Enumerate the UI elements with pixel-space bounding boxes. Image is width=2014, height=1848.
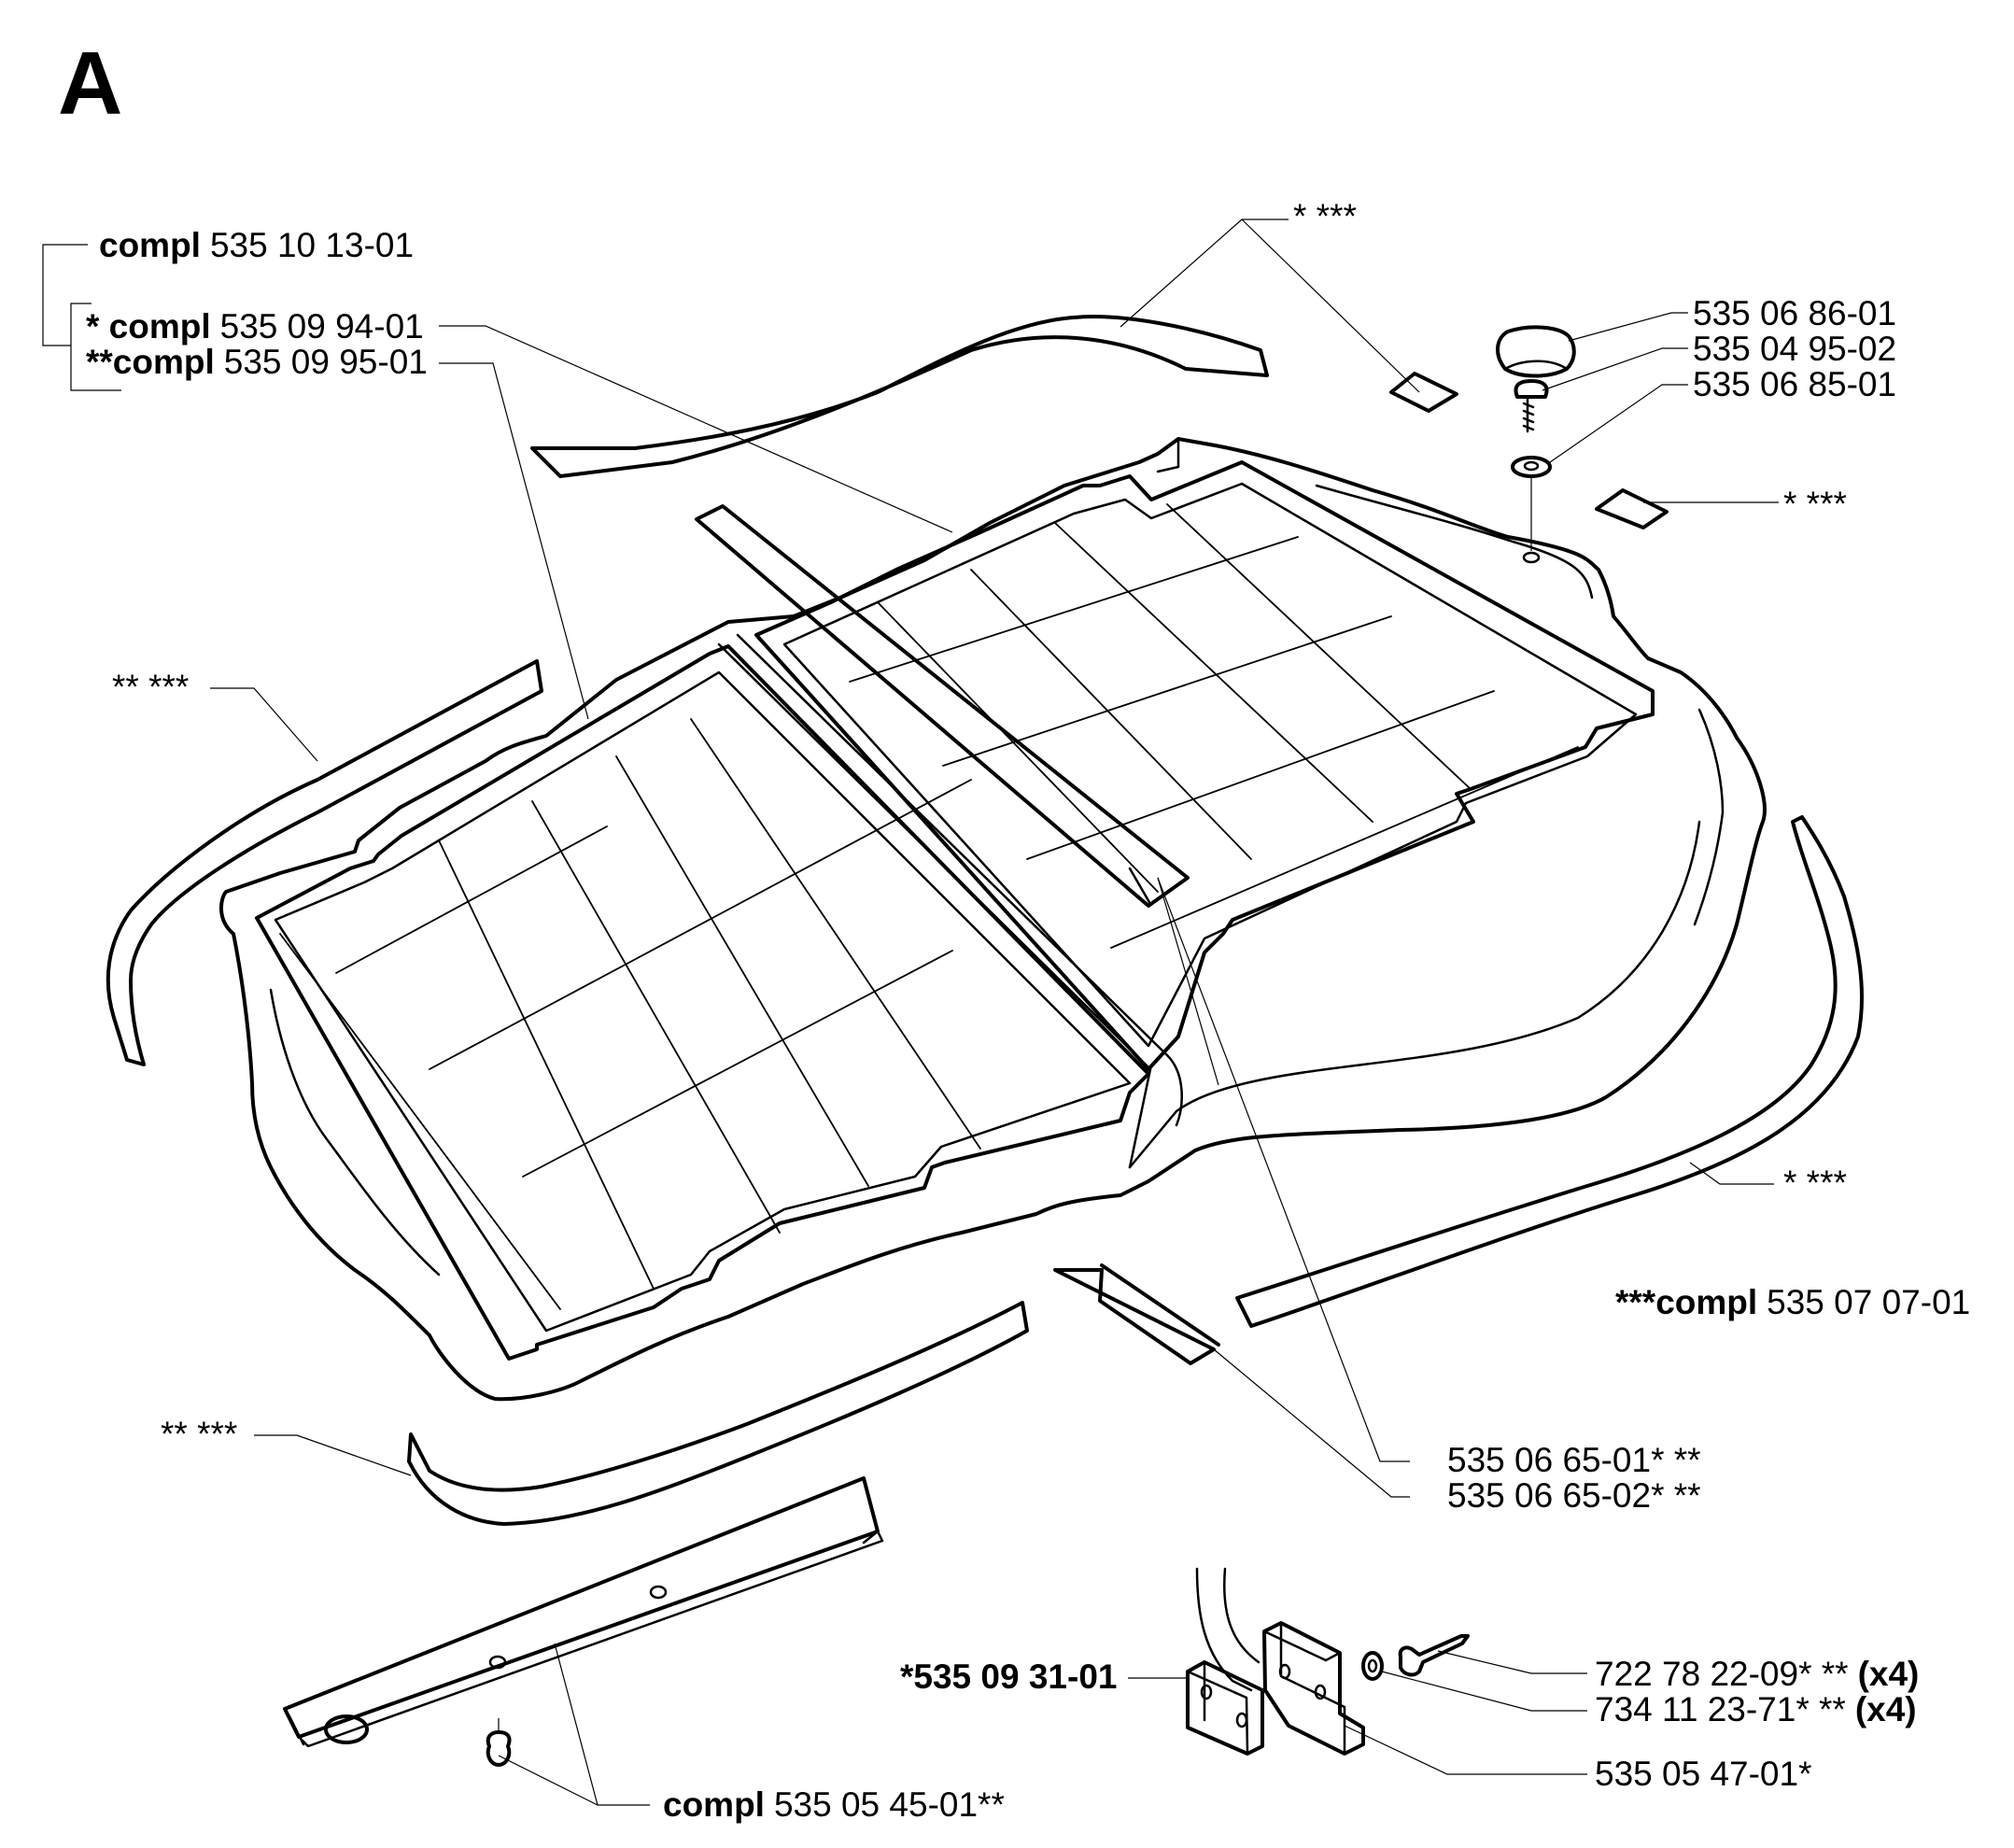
strip-top bbox=[530, 315, 1269, 478]
trim-strips bbox=[106, 315, 1864, 1526]
label-bar-prefix: compl bbox=[663, 1785, 765, 1824]
label-compl-one-star-part: 535 09 94-01 bbox=[220, 307, 424, 346]
bracket-angle bbox=[1262, 1621, 1365, 1756]
leader-lines bbox=[210, 219, 1779, 1806]
label-compl-main-part: 535 10 13-01 bbox=[210, 226, 414, 264]
label-knob: 535 06 86-01 bbox=[1693, 294, 1896, 332]
label-rivet-washer: 734 11 23-71* **(x4) bbox=[1595, 1690, 1917, 1728]
label-compl-two-star-prefix: **compl bbox=[86, 343, 215, 381]
label-compl-triple-part: 535 07 07-01 bbox=[1767, 1283, 1970, 1321]
square-pad-top bbox=[1389, 372, 1458, 413]
knob bbox=[1496, 325, 1576, 378]
section-letter: A bbox=[58, 34, 122, 134]
label-compl-one-star-prefix: * compl bbox=[86, 307, 211, 346]
label-rivet-washer-part: 734 11 23-71* ** bbox=[1595, 1690, 1846, 1728]
rivet-washer bbox=[1361, 1651, 1384, 1681]
bracket-assembly bbox=[1186, 1567, 1470, 1756]
label-compl-main-prefix: compl bbox=[99, 226, 201, 264]
strip-diagonal bbox=[695, 504, 1190, 908]
label-stars-lower-right: * *** bbox=[1783, 1164, 1847, 1202]
strip-right bbox=[1235, 815, 1864, 1328]
label-stars-left-lower: ** *** bbox=[161, 1415, 237, 1453]
label-screw: 535 04 95-02 bbox=[1693, 330, 1896, 368]
knob-assembly bbox=[1496, 325, 1576, 564]
label-rivet-part: 722 78 22-09* ** bbox=[1595, 1655, 1849, 1693]
label-strip-b: 535 06 65-02* ** bbox=[1447, 1476, 1701, 1515]
label-bracket-plate: *535 09 31-01 bbox=[900, 1658, 1117, 1696]
strip-left-lower bbox=[407, 1301, 1029, 1526]
label-washer-top: 535 06 85-01 bbox=[1693, 365, 1896, 403]
label-rivet-washer-qty: (x4) bbox=[1855, 1690, 1917, 1728]
label-stars-top: * *** bbox=[1293, 197, 1357, 235]
seat-panel-right bbox=[754, 460, 1655, 1071]
bar-body bbox=[283, 1476, 880, 1739]
label-compl-triple: ***compl 535 07 07-01 bbox=[1615, 1283, 1970, 1321]
label-bracket: 535 05 47-01* bbox=[1595, 1755, 1811, 1793]
seat-panel-left bbox=[255, 644, 1150, 1361]
seat-outline bbox=[219, 437, 1767, 1402]
label-compl-two-star-part: 535 09 95-01 bbox=[224, 343, 428, 381]
compl-bracket bbox=[42, 244, 121, 391]
washer bbox=[1511, 456, 1552, 478]
rivet bbox=[1398, 1634, 1470, 1677]
label-strip-a: 535 06 65-01* ** bbox=[1447, 1441, 1701, 1479]
label-compl-triple-prefix: ***compl bbox=[1615, 1283, 1757, 1321]
bar-nut bbox=[486, 1730, 512, 1767]
strip-lower-mid bbox=[1053, 1263, 1220, 1365]
label-bar-part: 535 05 45-01** bbox=[774, 1785, 1005, 1824]
label-stars-right: * *** bbox=[1783, 485, 1847, 523]
screw bbox=[1514, 379, 1549, 399]
strip-left-upper bbox=[106, 659, 543, 1066]
label-stars-left-upper: ** *** bbox=[112, 668, 189, 706]
square-pad-right bbox=[1595, 488, 1669, 529]
label-rivet-qty: (x4) bbox=[1858, 1655, 1920, 1693]
label-rivet: 722 78 22-09* **(x4) bbox=[1595, 1655, 1919, 1693]
seat-cushion bbox=[219, 437, 1767, 1402]
mounting-bar bbox=[283, 1476, 884, 1767]
